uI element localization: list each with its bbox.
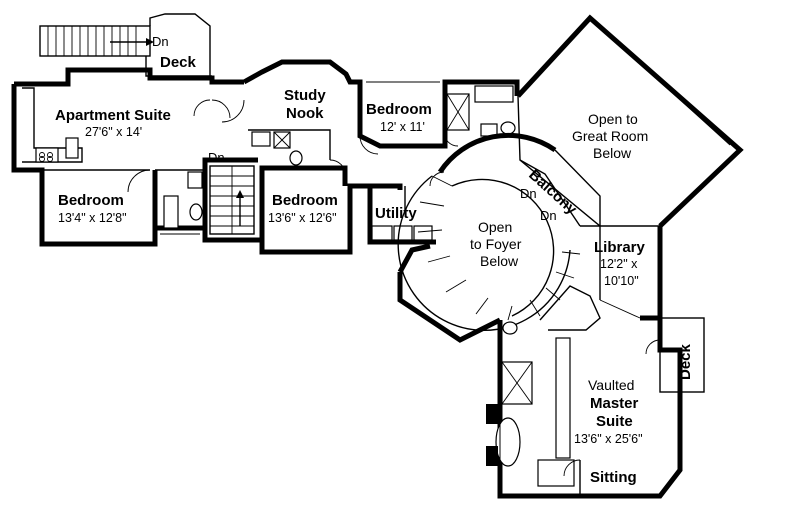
- bedroom-top-name: Bedroom: [366, 101, 432, 118]
- library-dims-1: 12'2" x: [600, 257, 638, 271]
- great-room-line2: Great Room: [572, 128, 648, 144]
- library-name: Library: [594, 239, 646, 256]
- foyer-stair: [397, 132, 601, 343]
- library-dims-2: 10'10": [604, 274, 639, 288]
- master-line3: Suite: [596, 413, 633, 430]
- center-bath: [211, 99, 331, 166]
- stair-dn-left: Dn: [208, 150, 225, 165]
- door-swings: [193, 99, 459, 187]
- bedroom-left-dims: 13'4" x 12'8": [58, 211, 127, 225]
- foyer-line3: Below: [480, 253, 519, 269]
- foyer-line1: Open: [478, 219, 512, 235]
- bedroom-center-name: Bedroom: [272, 192, 338, 209]
- bedroom-center-dims: 13'6" x 12'6": [268, 211, 337, 225]
- apartment-kitchen: [22, 87, 151, 193]
- top-bedroom-bath: [446, 85, 516, 137]
- labels: Dn Deck Apartment Suite 27'6" x 14' Bedr…: [55, 34, 694, 486]
- study-nook-line2: Nook: [286, 105, 324, 122]
- exterior-stair: [39, 25, 154, 57]
- utility-room: [367, 186, 436, 245]
- stair-dn-balcony-1: Dn: [520, 186, 537, 201]
- apartment-bath: [155, 169, 205, 235]
- foyer-line2: to Foyer: [470, 236, 522, 252]
- utility-name: Utility: [375, 205, 417, 222]
- stair-dn-top: Dn: [152, 34, 169, 49]
- windows: [13, 26, 731, 480]
- apartment-suite-dims: 27'6" x 14': [85, 125, 142, 139]
- great-room-line1: Open to: [588, 111, 638, 127]
- apartment-suite-name: Apartment Suite: [55, 107, 171, 124]
- stair-left: [209, 165, 255, 235]
- bedroom-left-name: Bedroom: [58, 192, 124, 209]
- deck-right-label: Deck: [677, 343, 694, 380]
- great-room-line3: Below: [593, 145, 632, 161]
- master-line1: Vaulted: [588, 377, 634, 393]
- bedroom-top-dims: 12' x 11': [380, 120, 425, 134]
- master-line2: Master: [590, 395, 639, 412]
- stair-dn-balcony-2: Dn: [540, 208, 557, 223]
- sitting-name: Sitting: [590, 469, 637, 486]
- master-dims: 13'6" x 25'6": [574, 432, 643, 446]
- deck-top-label: Deck: [160, 54, 197, 71]
- study-nook-line1: Study: [284, 87, 326, 104]
